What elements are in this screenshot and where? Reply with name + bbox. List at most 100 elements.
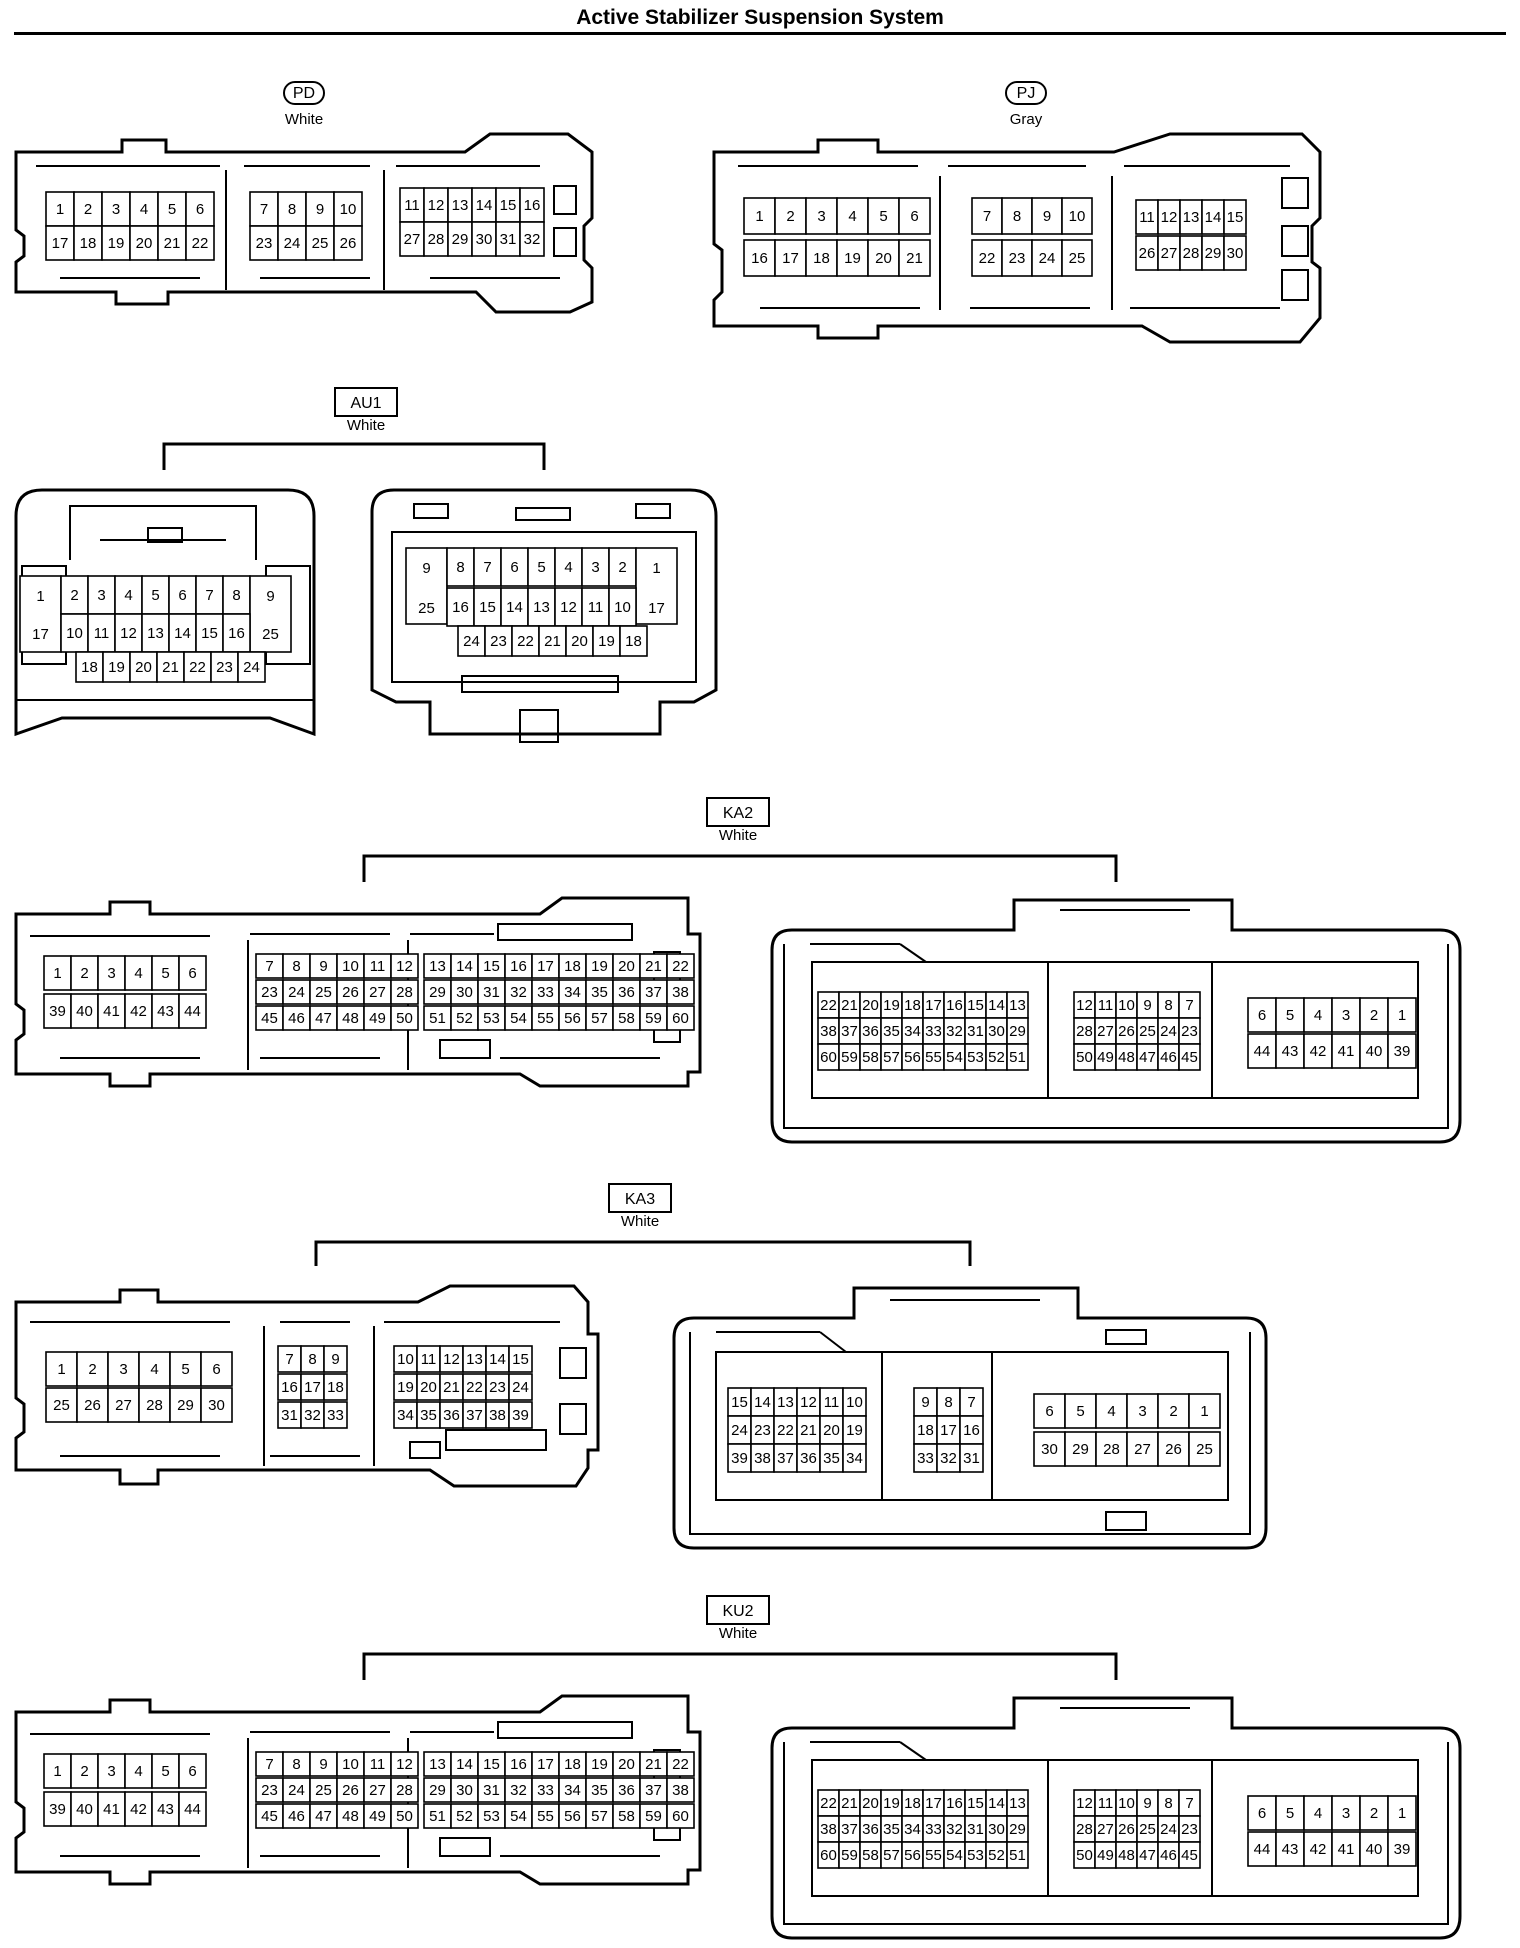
au1-pin-box <box>592 625 621 657</box>
ku2-pin-box <box>151 1753 180 1789</box>
ku2-pin-box <box>336 1803 365 1829</box>
ka2-pin-24: 24 <box>1160 1023 1177 1040</box>
ka2-pin-11: 11 <box>1098 997 1114 1014</box>
ka2-pin-box <box>363 953 392 979</box>
ka2-pin-4: 4 <box>1314 1007 1322 1024</box>
ka2-pin-56: 56 <box>564 1010 581 1027</box>
au1-pin-1: 1 <box>652 560 660 577</box>
ku2-pin-39: 39 <box>1394 1841 1411 1858</box>
au1-pin-21: 21 <box>162 659 179 676</box>
pd-pin-25: 25 <box>312 235 329 252</box>
page-title: Active Stabilizer Suspension System <box>576 6 944 29</box>
au1-pin-box <box>565 625 594 657</box>
au1-pin-box <box>581 587 610 627</box>
pd-pin-box <box>495 187 521 223</box>
ku2-pin-46: 46 <box>288 1808 305 1825</box>
ku2-pin-box <box>1359 1795 1389 1831</box>
pj-connector-color: Gray <box>1010 111 1043 128</box>
ka2-pin-36: 36 <box>862 1023 879 1040</box>
ku2-pin-54: 54 <box>946 1847 963 1864</box>
ka2-pin-9: 9 <box>1143 997 1151 1014</box>
ku2-pin-17: 17 <box>925 1795 942 1812</box>
ku2-pin-box <box>390 1803 419 1829</box>
ku2-pin-box <box>666 1803 695 1829</box>
ka3-pin-38: 38 <box>489 1407 506 1424</box>
ka2-pin-46: 46 <box>1160 1049 1177 1066</box>
pj-connector-id: PJ <box>1017 85 1036 102</box>
ka2-pin-box <box>151 955 180 991</box>
pd-pin-2: 2 <box>84 201 92 218</box>
ku2-pin-57: 57 <box>591 1808 608 1825</box>
ka3-pin-8: 8 <box>944 1394 952 1411</box>
au1-pin-22: 22 <box>517 633 534 650</box>
ka2-pin-43: 43 <box>1282 1043 1299 1060</box>
ka2-pin-box <box>1387 997 1417 1033</box>
pd-pin-27: 27 <box>404 231 421 248</box>
ka3-tag-frame <box>608 1183 672 1213</box>
ku2-pin-box <box>255 1803 284 1829</box>
ka3-pin-21: 21 <box>443 1379 460 1396</box>
ku2-pin-59: 59 <box>841 1847 858 1864</box>
pj-pin-29: 29 <box>1205 245 1222 262</box>
au1-pin-9: 9 <box>266 588 274 605</box>
au1-pin-box <box>168 575 197 615</box>
pj-pin-4: 4 <box>848 208 856 225</box>
pd-pin-28: 28 <box>428 231 445 248</box>
ka2-pin-27: 27 <box>369 984 386 1001</box>
ku2-pin-40: 40 <box>76 1801 93 1818</box>
ka3-pin-23: 23 <box>489 1379 506 1396</box>
ka2-pin-32: 32 <box>510 984 527 1001</box>
ku2-pin-37: 37 <box>645 1782 662 1799</box>
ku2-pin-33: 33 <box>537 1782 554 1799</box>
ku2-pin-42: 42 <box>1310 1841 1327 1858</box>
ka2-pin-box <box>558 979 587 1005</box>
ku2-pin-49: 49 <box>369 1808 386 1825</box>
au1-pin-22: 22 <box>189 659 206 676</box>
ka3-pin-28: 28 <box>1103 1441 1120 1458</box>
pj-pin-box <box>1061 197 1093 235</box>
ka3-pin-23: 23 <box>754 1422 771 1439</box>
ka2-pin-53: 53 <box>483 1010 500 1027</box>
connector-labels: PDWhitePJGrayAU1WhiteKA2WhiteKA3WhiteKU2… <box>162 81 1118 1680</box>
ka2-pin-7: 7 <box>265 958 273 975</box>
pd-pin-24: 24 <box>284 235 301 252</box>
ka2-pin-2: 2 <box>1370 1007 1378 1024</box>
ka2-pin-1: 1 <box>53 965 61 982</box>
ka2-pin-44: 44 <box>184 1003 201 1020</box>
ka2-pin-29: 29 <box>429 984 446 1001</box>
au1-pin-2: 2 <box>618 559 626 576</box>
ka2-pin-47: 47 <box>315 1010 332 1027</box>
ka2-pin-12: 12 <box>1076 997 1093 1014</box>
ka2-pin-3: 3 <box>1342 1007 1350 1024</box>
au1-pin-8: 8 <box>456 559 464 576</box>
ku2-pin-51: 51 <box>1009 1847 1026 1864</box>
ka2-pin-41: 41 <box>103 1003 120 1020</box>
pd-pin-box <box>333 225 363 261</box>
ka2-pin-box <box>255 953 284 979</box>
ka3-pin-box <box>107 1387 140 1423</box>
pj-pin-21: 21 <box>906 250 923 267</box>
pd-pin-box <box>277 191 307 227</box>
ka2-pin-box <box>1387 1033 1417 1069</box>
ku2-pin-60: 60 <box>820 1847 837 1864</box>
ku2-pin-box <box>282 1803 311 1829</box>
ku2-pin-box <box>1247 1831 1277 1867</box>
ka2-tag-frame <box>706 797 770 827</box>
ka3-pin-37: 37 <box>777 1450 794 1467</box>
ka3-pin-34: 34 <box>397 1407 414 1424</box>
pd-pin-4: 4 <box>140 201 148 218</box>
ka2-pin-box <box>178 993 207 1029</box>
pd-pin-21: 21 <box>164 235 181 252</box>
ku2-pin-box <box>390 1751 419 1777</box>
ka2-pin-box <box>477 979 506 1005</box>
ka2-pin-box <box>1303 1033 1333 1069</box>
ka3-pin-8: 8 <box>308 1351 316 1368</box>
ka2-pin-36: 36 <box>618 984 635 1001</box>
au1-pin-24: 24 <box>463 633 480 650</box>
ku2-pin-box <box>450 1777 479 1803</box>
pd-pin-box <box>399 221 425 257</box>
ka3-pin-31: 31 <box>281 1407 298 1424</box>
pd-tag-frame <box>283 81 325 105</box>
ka2-pin-box <box>639 953 668 979</box>
pj-pin-15: 15 <box>1227 209 1244 226</box>
